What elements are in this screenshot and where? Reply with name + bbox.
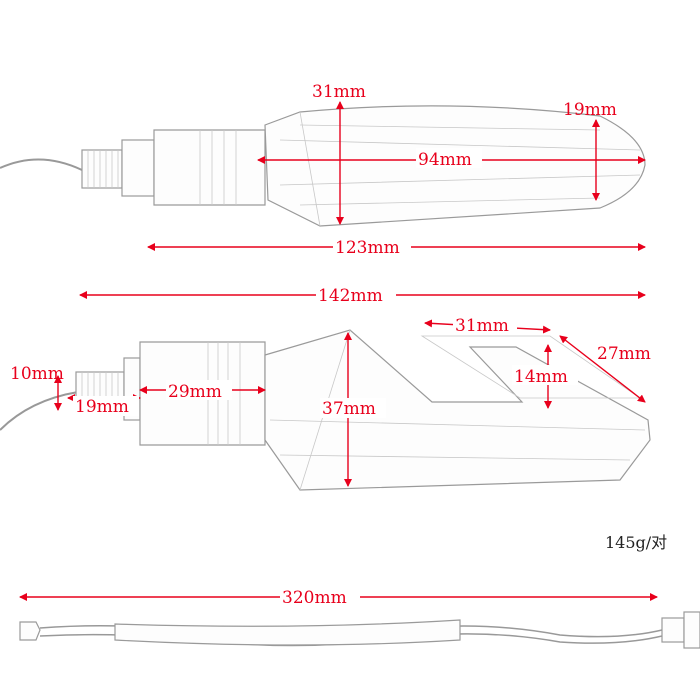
top-total-length-label: 123mm <box>335 238 400 258</box>
bottom-wire <box>0 391 79 431</box>
top-bolt <box>81 149 123 189</box>
top-tip-height-label: 19mm <box>563 100 617 120</box>
notch-width-label: 31mm <box>455 316 509 336</box>
notch-diagonal-arrow <box>559 335 646 403</box>
top-turn-signal <box>0 105 646 227</box>
bottom-total-length-label: 142mm <box>318 286 383 306</box>
weight-label: 145g/对 <box>605 533 667 552</box>
top-wire <box>0 158 83 171</box>
top-lens-height-label: 31mm <box>312 82 366 102</box>
cable-sleeve <box>114 619 461 646</box>
top-lens-length-label: 94mm <box>418 150 472 170</box>
cable <box>19 611 700 649</box>
bottom-lens-height-label: 37mm <box>322 399 376 419</box>
cable-left-connector <box>19 621 41 641</box>
notch-diagonal-label: 27mm <box>597 344 651 364</box>
top-nut <box>121 139 155 197</box>
bolt-length-label: 19mm <box>75 397 129 417</box>
stem-length-label: 29mm <box>168 382 222 402</box>
top-stem <box>153 129 266 206</box>
bolt-diameter-label: 10mm <box>10 364 64 384</box>
cable-right-connector <box>661 617 685 643</box>
cable-length-label: 320mm <box>282 588 347 608</box>
notch-depth-label: 14mm <box>514 367 568 387</box>
